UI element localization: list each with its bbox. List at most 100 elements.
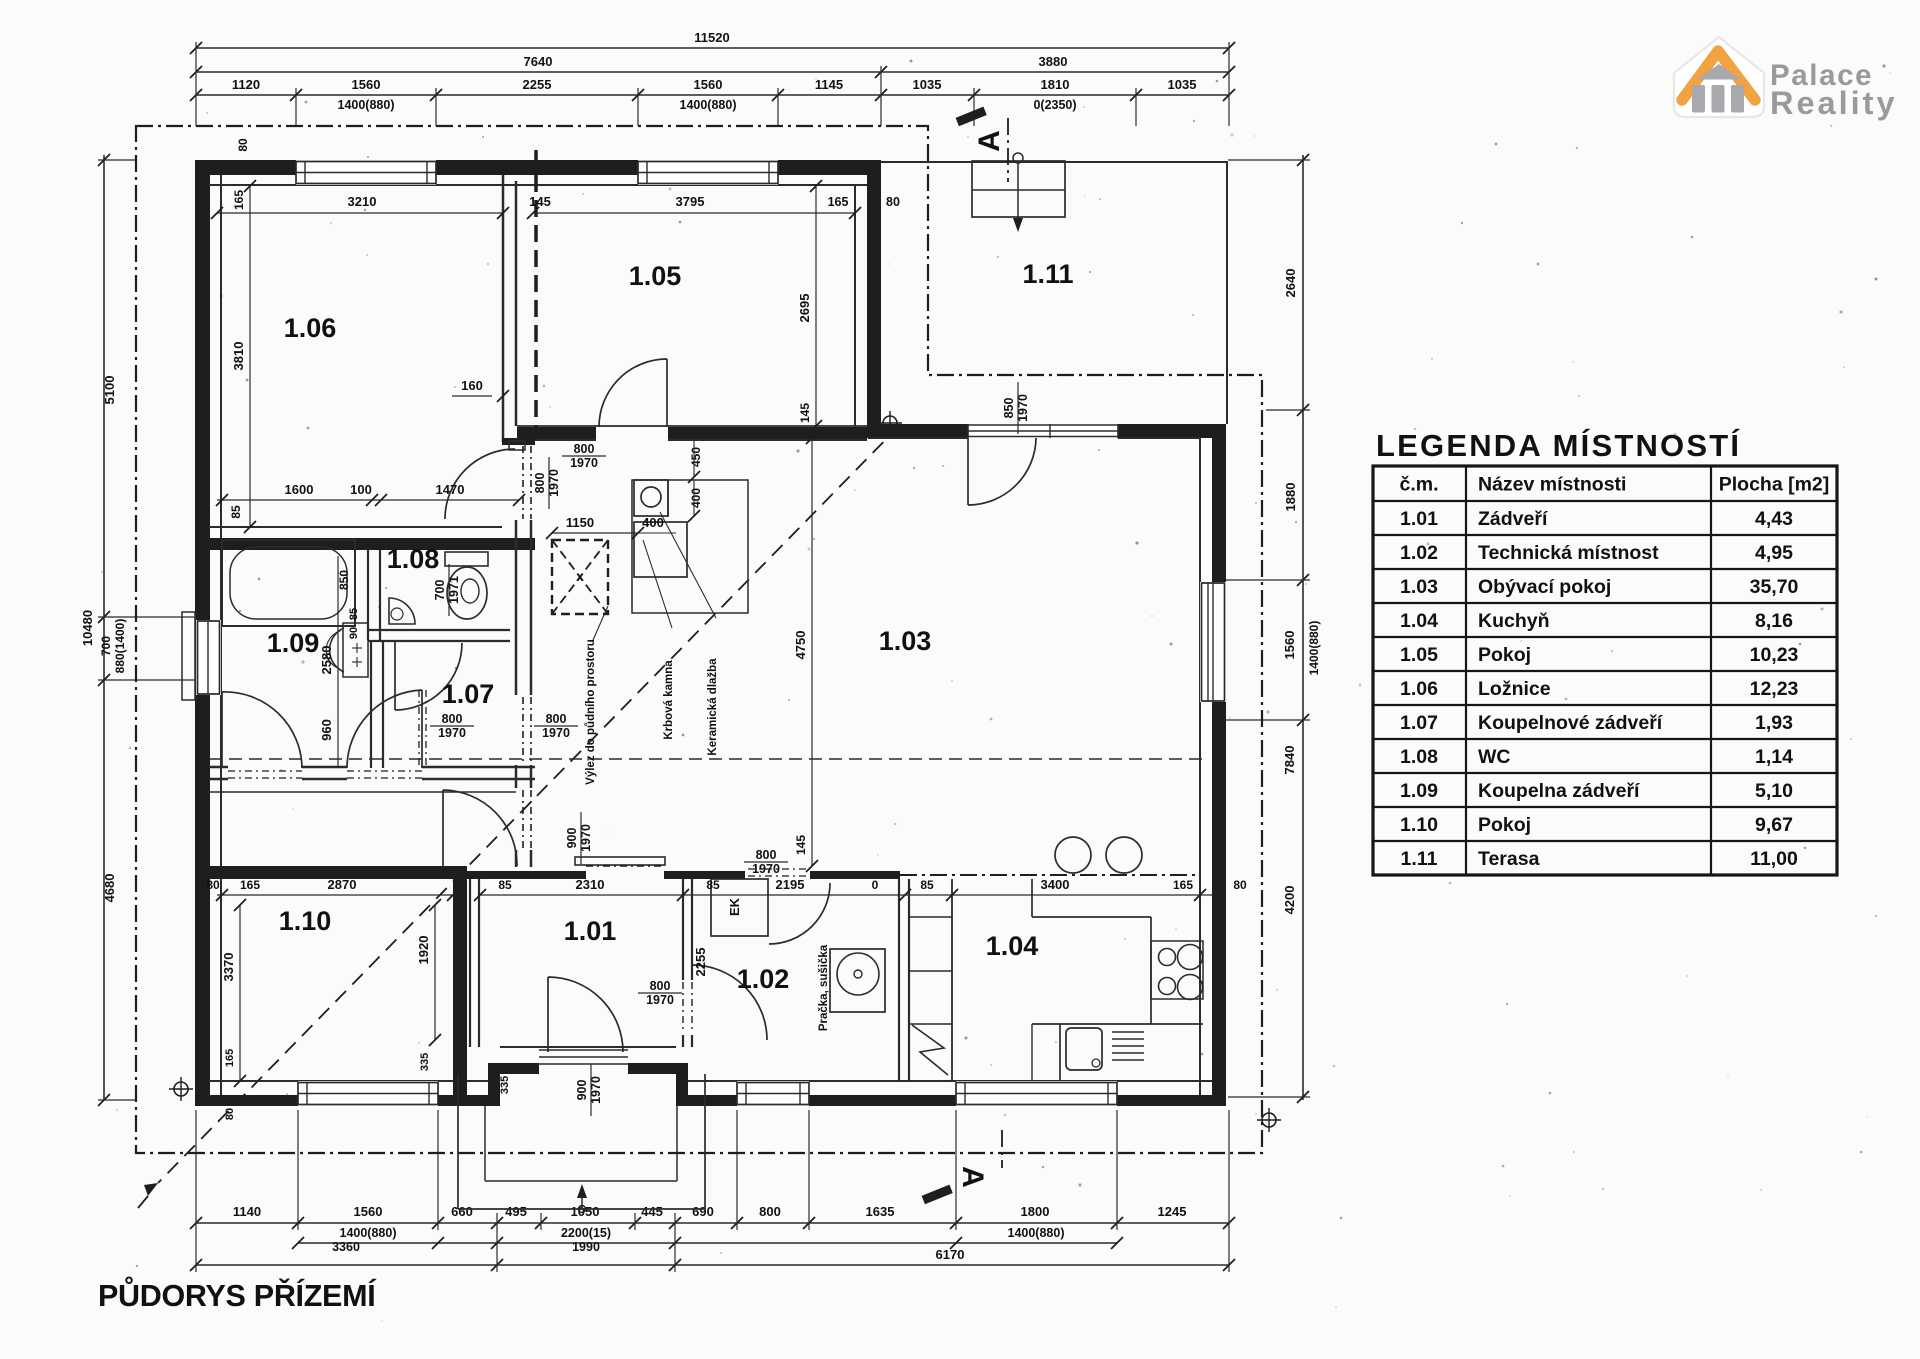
svg-text:2640: 2640 xyxy=(1283,269,1298,298)
svg-text:1470: 1470 xyxy=(436,482,465,497)
svg-text:1990: 1990 xyxy=(572,1240,600,1254)
svg-text:660: 660 xyxy=(451,1204,473,1219)
svg-text:3810: 3810 xyxy=(231,342,246,371)
svg-text:7640: 7640 xyxy=(524,54,553,69)
svg-text:165: 165 xyxy=(1173,878,1193,892)
svg-text:EK: EK xyxy=(727,897,742,916)
svg-text:1.06: 1.06 xyxy=(284,313,337,343)
svg-text:3360: 3360 xyxy=(332,1240,360,1254)
svg-text:x: x xyxy=(576,569,584,584)
svg-text:1600: 1600 xyxy=(285,482,314,497)
svg-text:7840: 7840 xyxy=(1282,746,1297,775)
svg-text:1800: 1800 xyxy=(1021,1204,1050,1219)
svg-text:495: 495 xyxy=(505,1204,527,1219)
svg-text:1.01: 1.01 xyxy=(564,916,617,946)
svg-text:1.09: 1.09 xyxy=(267,628,320,658)
svg-text:80: 80 xyxy=(1233,878,1247,892)
svg-text:145: 145 xyxy=(794,835,808,855)
svg-text:2870: 2870 xyxy=(328,877,357,892)
svg-text:1400(880): 1400(880) xyxy=(1307,621,1321,676)
svg-text:4750: 4750 xyxy=(793,631,808,660)
svg-text:10480: 10480 xyxy=(80,610,95,646)
svg-text:85: 85 xyxy=(348,608,360,620)
svg-text:800: 800 xyxy=(546,712,567,726)
svg-text:WC: WC xyxy=(1478,746,1511,768)
svg-text:1.03: 1.03 xyxy=(1400,576,1438,598)
svg-text:Palace: Palace xyxy=(1770,59,1873,92)
svg-text:90: 90 xyxy=(348,627,360,639)
svg-text:1970: 1970 xyxy=(1016,394,1030,422)
svg-text:1970: 1970 xyxy=(646,993,674,1007)
svg-text:0: 0 xyxy=(872,878,879,892)
svg-text:Pokoj: Pokoj xyxy=(1478,644,1531,666)
svg-text:85: 85 xyxy=(706,878,720,892)
svg-text:Krbová kamna: Krbová kamna xyxy=(663,660,675,740)
svg-text:1.02: 1.02 xyxy=(737,964,790,994)
svg-text:1.04: 1.04 xyxy=(986,931,1039,961)
svg-text:1810: 1810 xyxy=(1041,77,1070,92)
svg-text:1920: 1920 xyxy=(416,936,431,965)
svg-text:1,14: 1,14 xyxy=(1755,746,1793,768)
svg-text:Zádveří: Zádveří xyxy=(1478,508,1548,530)
svg-text:0(2350): 0(2350) xyxy=(1033,98,1076,112)
svg-text:100: 100 xyxy=(350,482,372,497)
svg-text:800: 800 xyxy=(442,712,463,726)
svg-text:1035: 1035 xyxy=(1168,77,1197,92)
svg-text:85: 85 xyxy=(498,878,512,892)
svg-text:Pračka, sušička: Pračka, sušička xyxy=(818,944,830,1031)
svg-text:1970: 1970 xyxy=(570,456,598,470)
svg-text:850: 850 xyxy=(1002,398,1016,419)
svg-text:1145: 1145 xyxy=(815,77,843,92)
svg-text:Obývací pokoj: Obývací pokoj xyxy=(1478,576,1611,598)
svg-text:165: 165 xyxy=(224,1049,236,1067)
svg-text:Název místnosti: Název místnosti xyxy=(1478,474,1626,496)
svg-text:PŮDORYS PŘÍZEMÍ: PŮDORYS PŘÍZEMÍ xyxy=(98,1275,377,1313)
svg-text:4,95: 4,95 xyxy=(1755,542,1793,564)
svg-text:400: 400 xyxy=(642,515,664,530)
svg-text:400: 400 xyxy=(689,488,703,508)
svg-text:85: 85 xyxy=(920,878,934,892)
svg-text:2695: 2695 xyxy=(797,294,812,323)
svg-text:1245: 1245 xyxy=(1158,1204,1187,1219)
svg-text:3370: 3370 xyxy=(221,953,236,982)
svg-text:1970: 1970 xyxy=(542,726,570,740)
svg-text:1.04: 1.04 xyxy=(1400,610,1438,632)
svg-text:1.10: 1.10 xyxy=(1400,814,1438,836)
svg-text:35,70: 35,70 xyxy=(1750,576,1799,598)
svg-text:1035: 1035 xyxy=(913,77,942,92)
svg-text:1,93: 1,93 xyxy=(1755,712,1793,734)
svg-text:145: 145 xyxy=(529,194,551,209)
svg-text:8,16: 8,16 xyxy=(1755,610,1793,632)
svg-text:A: A xyxy=(956,1166,989,1188)
svg-text:700: 700 xyxy=(99,636,113,656)
svg-text:1400(880): 1400(880) xyxy=(1008,1226,1065,1240)
svg-text:1.05: 1.05 xyxy=(629,261,682,291)
svg-text:690: 690 xyxy=(692,1204,714,1219)
svg-text:1560: 1560 xyxy=(354,1204,383,1219)
svg-text:Kuchyň: Kuchyň xyxy=(1478,610,1550,632)
svg-text:4200: 4200 xyxy=(1282,886,1297,915)
svg-text:1.07: 1.07 xyxy=(442,679,495,709)
svg-text:6170: 6170 xyxy=(936,1247,965,1262)
svg-text:900: 900 xyxy=(565,828,579,849)
svg-text:4,43: 4,43 xyxy=(1755,508,1793,530)
svg-text:800: 800 xyxy=(759,1204,781,1219)
svg-text:1.08: 1.08 xyxy=(1400,746,1438,768)
svg-text:1971: 1971 xyxy=(447,576,461,604)
svg-text:1880: 1880 xyxy=(1283,483,1298,512)
svg-text:1970: 1970 xyxy=(589,1076,603,1104)
svg-text:1400(880): 1400(880) xyxy=(680,98,737,112)
svg-text:3400: 3400 xyxy=(1041,877,1070,892)
svg-text:880(1400): 880(1400) xyxy=(113,619,127,674)
svg-text:1.06: 1.06 xyxy=(1400,678,1438,700)
svg-text:Terasa: Terasa xyxy=(1478,848,1540,870)
svg-text:1.11: 1.11 xyxy=(1401,848,1438,870)
svg-text:1635: 1635 xyxy=(866,1204,895,1219)
svg-text:960: 960 xyxy=(319,719,334,741)
svg-text:A: A xyxy=(973,130,1006,152)
svg-text:12,23: 12,23 xyxy=(1750,678,1799,700)
svg-text:2310: 2310 xyxy=(576,877,605,892)
svg-text:2200(15): 2200(15) xyxy=(561,1226,611,1240)
svg-text:85: 85 xyxy=(229,505,243,519)
svg-text:450: 450 xyxy=(689,447,703,467)
